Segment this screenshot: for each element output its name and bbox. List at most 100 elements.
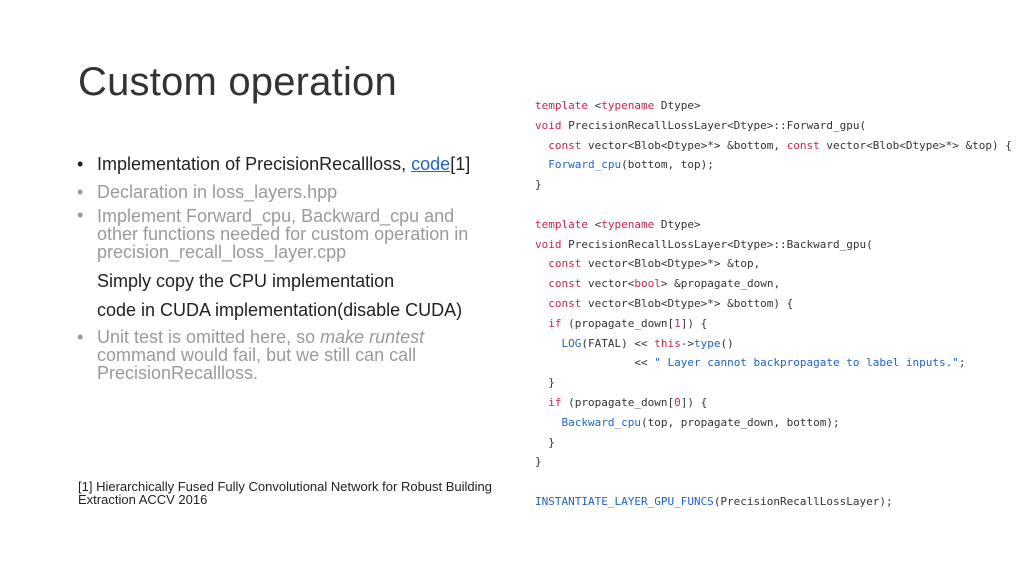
- keyword: typename: [601, 217, 655, 231]
- code-text: (bottom, top);: [621, 158, 714, 172]
- bullet-line: Implement Forward_cpu, Backward_cpu and: [97, 206, 455, 226]
- code-line: Backward_cpu(top, propagate_down, bottom…: [535, 413, 1012, 433]
- function-name: type: [693, 336, 721, 350]
- code-line: INSTANTIATE_LAYER_GPU_FUNCS(PrecisionRec…: [535, 492, 1012, 512]
- keyword: const: [548, 138, 582, 152]
- code-text: (FATAL) <<: [581, 336, 655, 350]
- code-line-blank: [535, 195, 1012, 215]
- keyword: this: [654, 336, 681, 350]
- code-text: <: [587, 99, 602, 112]
- string-literal: " Layer cannot backpropagate to label in…: [654, 356, 959, 370]
- slide-title: Custom operation: [78, 60, 397, 104]
- bullet-declaration: • Declaration in loss_layers.hpp: [74, 178, 519, 206]
- code-text: (propagate_down[: [561, 316, 675, 330]
- code-text: (PrecisionRecallLossLayer);: [713, 494, 893, 508]
- code-text: vector<Blob<Dtype>*> &bottom) {: [581, 296, 794, 310]
- code-text: vector<Blob<Dtype>*> &top) {: [819, 138, 1012, 152]
- footnote: [1] Hierarchically Fused Fully Convoluti…: [78, 480, 528, 506]
- code-text: ->: [680, 336, 694, 350]
- code-line: if (propagate_down[0]) {: [535, 393, 1012, 413]
- command-text: make runtest: [320, 327, 425, 347]
- code-text: (propagate_down[: [561, 395, 675, 409]
- code-line: Forward_cpu(bottom, top);: [535, 155, 1012, 175]
- keyword: void: [535, 237, 562, 251]
- number-literal: 0: [674, 395, 681, 409]
- code-link[interactable]: code: [411, 154, 451, 174]
- bullet-dot: •: [77, 182, 84, 202]
- function-name: Forward_cpu: [548, 158, 622, 172]
- bullet-text: Unit test is omitted here, so: [97, 327, 321, 347]
- keyword: if: [548, 316, 562, 330]
- bullet-dot: •: [77, 327, 84, 347]
- code-line: const vector<Blob<Dtype>*> &bottom) {: [535, 294, 1012, 314]
- bullet-text: Implementation of PrecisionRecallloss,: [97, 154, 412, 174]
- function-name: Backward_cpu: [561, 415, 641, 429]
- indent: [535, 416, 562, 429]
- footnote-line: [1] Hierarchically Fused Fully Convoluti…: [78, 479, 493, 494]
- code-line: LOG(FATAL) << this->type(): [535, 334, 1012, 354]
- keyword: const: [548, 277, 582, 291]
- macro-name: INSTANTIATE_LAYER_GPU_FUNCS: [535, 494, 714, 508]
- code-text: vector<: [581, 277, 635, 291]
- bullet-text: Declaration in loss_layers.hpp: [97, 182, 338, 202]
- bullet-line: Unit test is omitted here, so make runte…: [97, 328, 519, 346]
- code-line: }: [535, 435, 555, 449]
- code-block: template <typename Dtype> void Precision…: [535, 96, 1012, 512]
- code-text: (): [720, 336, 734, 350]
- indent: [535, 158, 548, 171]
- code-text: Dtype>: [654, 217, 701, 231]
- reference-marker: [1]: [450, 154, 471, 174]
- indent: [535, 396, 548, 409]
- code-line: void PrecisionRecallLossLayer<Dtype>::Fo…: [535, 116, 1012, 136]
- note-line: Simply copy the CPU implementation: [97, 271, 395, 291]
- indent: [535, 139, 548, 152]
- bullet-unit-test: • Unit test is omitted here, so make run…: [74, 328, 519, 382]
- code-line: }: [535, 455, 542, 469]
- code-line-blank: [535, 472, 1012, 492]
- footnote-line: Extraction ACCV 2016: [78, 492, 208, 507]
- bullet-line: command would fail, but we still can cal…: [97, 345, 417, 365]
- bullet-list: • Implementation of PrecisionRecallloss,…: [74, 150, 519, 382]
- note-line: code in CUDA implementation(disable CUDA…: [97, 300, 463, 320]
- indent: [535, 277, 548, 290]
- code-text: vector<Blob<Dtype>*> &top,: [581, 257, 761, 271]
- code-line: << " Layer cannot backpropagate to label…: [535, 353, 1012, 373]
- keyword: typename: [601, 99, 655, 112]
- indent: [535, 297, 548, 310]
- code-text: (top, propagate_down, bottom);: [640, 415, 840, 429]
- code-text: vector<Blob<Dtype>*> &bottom,: [581, 138, 787, 152]
- bullet-line: precision_recall_loss_layer.cpp: [97, 242, 347, 262]
- number-literal: 1: [674, 316, 681, 330]
- code-text: PrecisionRecallLossLayer<Dtype>::Forward…: [561, 118, 867, 132]
- indent: [535, 337, 562, 350]
- indent: [535, 257, 548, 270]
- code-line: void PrecisionRecallLossLayer<Dtype>::Ba…: [535, 235, 1012, 255]
- keyword: bool: [634, 277, 661, 291]
- code-line: const vector<bool> &propagate_down,: [535, 274, 1012, 294]
- code-line: }: [535, 376, 555, 390]
- keyword: const: [548, 257, 582, 271]
- keyword: const: [786, 138, 820, 152]
- keyword: if: [548, 395, 562, 409]
- code-text: ;: [958, 356, 966, 370]
- code-text: ]) {: [680, 395, 708, 409]
- bullet-implement: • Implement Forward_cpu, Backward_cpu an…: [74, 205, 519, 262]
- code-line: }: [535, 178, 542, 192]
- code-line: if (propagate_down[1]) {: [535, 314, 1012, 334]
- keyword: template: [535, 99, 588, 112]
- bullet-line: PrecisionRecallloss.: [97, 363, 259, 383]
- keyword: template: [535, 217, 588, 231]
- code-text: Dtype>: [654, 99, 701, 112]
- code-line: template <typename Dtype>: [535, 96, 1012, 116]
- bullet-dot: •: [77, 205, 84, 225]
- keyword: const: [548, 296, 582, 310]
- bullet-dot: •: [77, 154, 84, 174]
- code-text: PrecisionRecallLossLayer<Dtype>::Backwar…: [561, 237, 873, 251]
- bullet-implementation: • Implementation of PrecisionRecallloss,…: [74, 150, 519, 178]
- indent: [535, 317, 548, 330]
- code-line: const vector<Blob<Dtype>*> &bottom, cons…: [535, 136, 1012, 156]
- keyword: void: [535, 118, 562, 132]
- code-line: template <typename Dtype>: [535, 215, 1012, 235]
- code-text: <: [587, 217, 602, 231]
- code-text: > &propagate_down,: [660, 277, 781, 291]
